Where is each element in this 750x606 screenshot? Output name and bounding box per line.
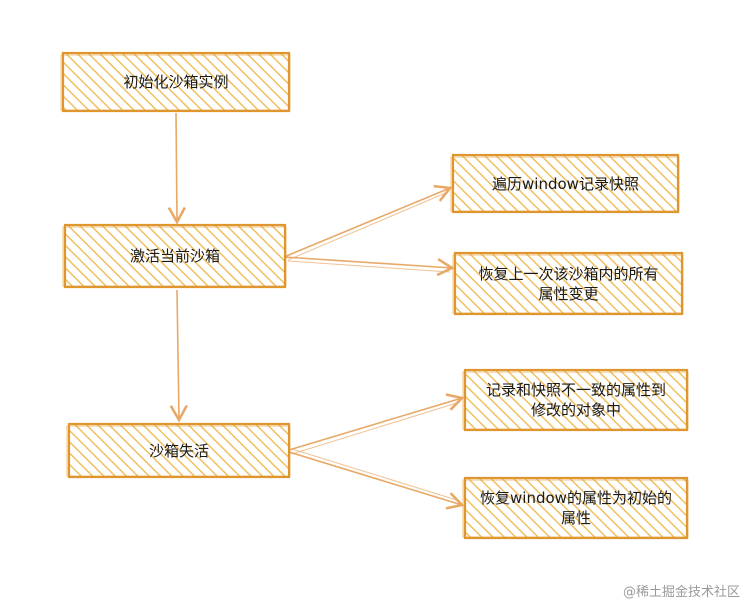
node-deactivate [66, 422, 291, 479]
arrow-deactivate-to-record-sketch [291, 401, 461, 455]
node-restore [452, 251, 684, 316]
arrow-activate-to-snapshot-sketch [287, 191, 449, 261]
node-snapshot [450, 153, 680, 214]
arrow-activate-to-restore [283, 256, 455, 277]
node-activate [62, 223, 287, 289]
node-init [60, 51, 291, 113]
watermark: @稀土掘金技术社区 [622, 585, 740, 600]
arrow-activate-to-restore-sketch [287, 260, 451, 273]
arrow-init-to-activate [167, 112, 186, 225]
arrow-activate-to-deactivate [169, 289, 188, 423]
arrow-deactivate-to-restore-window-sketch [291, 448, 461, 502]
arrow-activate-to-snapshot [283, 184, 453, 258]
arrow-deactivate-to-record [288, 393, 465, 451]
node-record-diff [462, 368, 689, 432]
connectors [167, 112, 465, 510]
arrow-deactivate-to-restore-window [288, 451, 465, 510]
node-restore-window [462, 476, 689, 540]
